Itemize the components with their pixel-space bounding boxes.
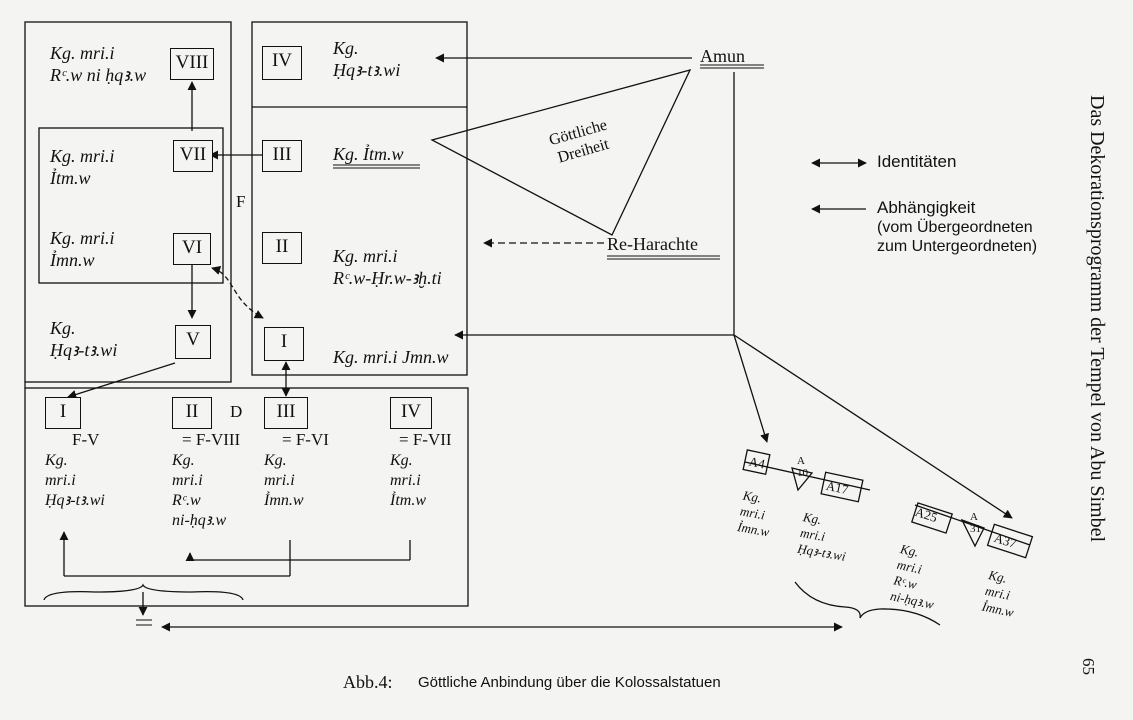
bottom-c2-text: Kg. mri.i Rᶜ.w ni-ḥqꜣ.w — [172, 452, 227, 529]
eq-c1: F-V — [72, 430, 100, 449]
bottom-c4-text: Kg. mri.i Ỉtm.w — [390, 452, 426, 509]
right-i-text: Kg. mri.i Jmn.w — [333, 347, 449, 367]
page-number: 65 — [1079, 658, 1098, 675]
label-f: F — [236, 192, 246, 211]
legend-dependency: Abhängigkeit — [877, 198, 976, 217]
side-title: Das Dekorationsprogramm der Tempel von A… — [1086, 95, 1108, 543]
legend-identity: Identitäten — [877, 152, 957, 171]
right-iv-text: Kg. Ḥqꜣ-tꜣ.wi — [333, 38, 401, 80]
bottom-c3-text: Kg. mri.i Ỉmn.w — [264, 452, 304, 509]
label-re-harachte: Re-Harachte — [607, 234, 698, 254]
eq-c4: = F-VII — [399, 430, 452, 449]
eq-c3: = F-VI — [282, 430, 329, 449]
statue-a31: A 31 — [970, 511, 981, 535]
caption-label: Abb.4: — [343, 672, 393, 692]
box-vii: VII — [173, 140, 213, 172]
right-column-frame — [251, 21, 468, 376]
eq-c2: = F-VIII — [182, 430, 241, 449]
box-bottom-ii: II — [172, 397, 212, 429]
right-iii-text: Kg. Ỉtm.w — [333, 144, 404, 164]
box-bottom-iv: IV — [390, 397, 432, 429]
bottom-c1-text: Kg. mri.i Ḥqꜣ-tꜣ.wi — [45, 452, 105, 509]
bottom-frame — [24, 387, 469, 607]
caption-text: Göttliche Anbindung über die Kolossalsta… — [418, 674, 721, 691]
block-v-text: Kg. Ḥqꜣ-tꜣ.wi — [50, 318, 118, 360]
box-vi: VI — [173, 233, 211, 265]
label-d: D — [230, 402, 243, 421]
box-right-ii: II — [262, 232, 302, 264]
box-v: V — [175, 325, 211, 359]
statue-a4: A4 — [747, 453, 767, 472]
box-right-i: I — [264, 327, 304, 361]
box-bottom-iii: III — [264, 397, 308, 429]
box-viii: VIII — [170, 48, 214, 80]
left-frame — [24, 21, 232, 383]
statue-a17-text: Kg. mri.i Ḥqꜣ-tꜣ.wi — [796, 509, 847, 564]
block-vii-text: Kg. mri.i Ỉtm.w — [50, 146, 115, 188]
box-right-iv: IV — [262, 46, 302, 80]
box-bottom-i: I — [45, 397, 81, 429]
block-vi-text: Kg. mri.i Ỉmn.w — [50, 228, 115, 270]
statue-a10: A 10 — [797, 455, 808, 479]
legend-dependency-note: (vom Übergeordneten zum Untergeordneten) — [877, 219, 1038, 256]
right-ii-text: Kg. mri.i Rᶜ.w-Ḥr.w-ꜣḫ.ti — [333, 246, 442, 288]
label-amun: Amun — [700, 46, 745, 66]
block-viii-text: Kg. mri.i Rᶜ.w ni ḥqꜣ.w — [50, 43, 147, 85]
box-right-iii: III — [262, 140, 302, 172]
inner-frame — [38, 127, 224, 284]
